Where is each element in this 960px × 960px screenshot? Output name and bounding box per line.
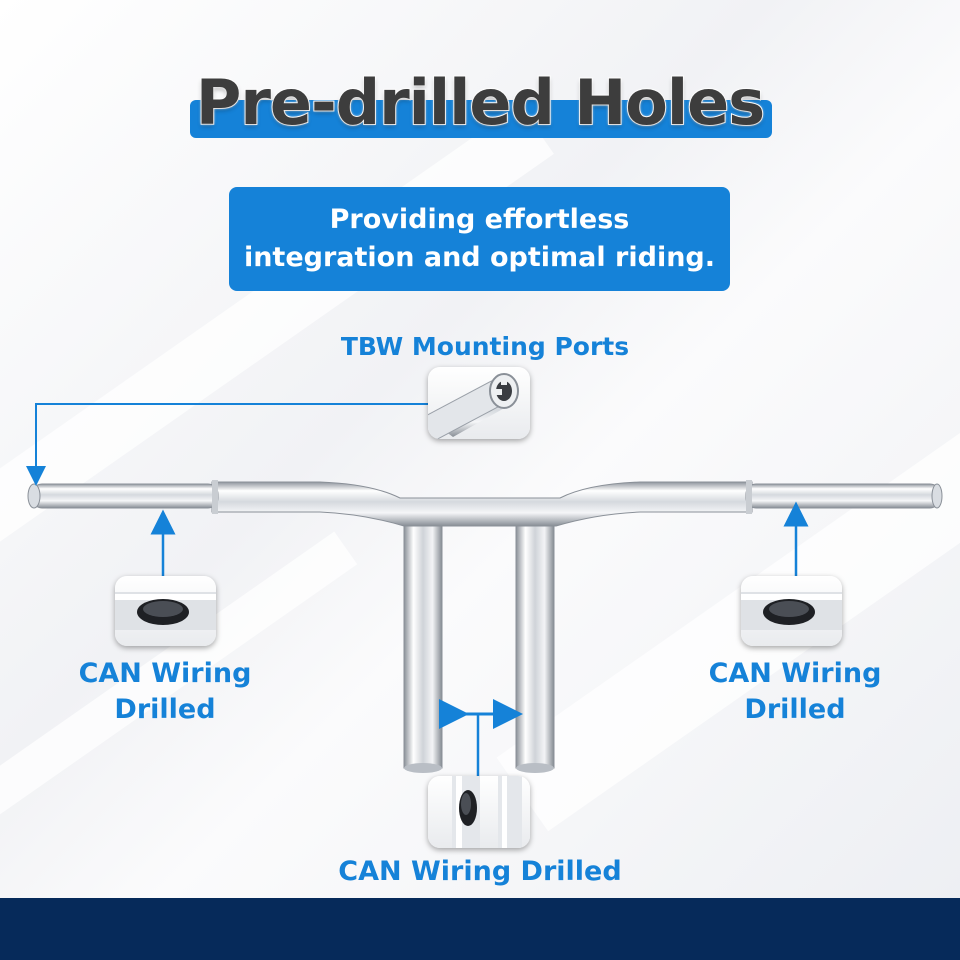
- right-grip-bar: [745, 483, 941, 509]
- can-hole-thumbnail-right: [741, 576, 842, 646]
- label-line: CAN Wiring: [708, 658, 882, 689]
- label-line: Drilled: [744, 694, 846, 725]
- title-underline-bar: [190, 100, 772, 138]
- tbw-mounting-label: TBW Mounting Ports: [340, 332, 630, 361]
- page-title: Pre-drilled Holes: [195, 65, 766, 140]
- subtitle-banner: Providing effortless integration and opt…: [229, 187, 730, 291]
- left-grip-bar: [31, 483, 219, 509]
- can-wiring-label-bottom: CAN Wiring Drilled: [338, 856, 622, 887]
- label-line: CAN Wiring: [78, 658, 252, 689]
- tbw-port-thumbnail: [428, 367, 530, 439]
- can-hole-thumbnail-left: [115, 576, 216, 646]
- footer-band: [0, 898, 960, 960]
- can-hole-thumbnail-bottom: [428, 776, 530, 848]
- label-line: Drilled: [114, 694, 216, 725]
- can-wiring-label-left: CAN Wiring Drilled: [70, 656, 260, 728]
- subtitle-line: Providing effortless: [329, 204, 630, 235]
- center-bend: [211, 481, 753, 527]
- tbw-connector-line: [26, 403, 430, 486]
- right-riser: [515, 497, 555, 773]
- left-riser: [403, 497, 443, 773]
- can-wiring-label-right: CAN Wiring Drilled: [700, 656, 890, 728]
- subtitle-line: integration and optimal riding.: [243, 242, 716, 273]
